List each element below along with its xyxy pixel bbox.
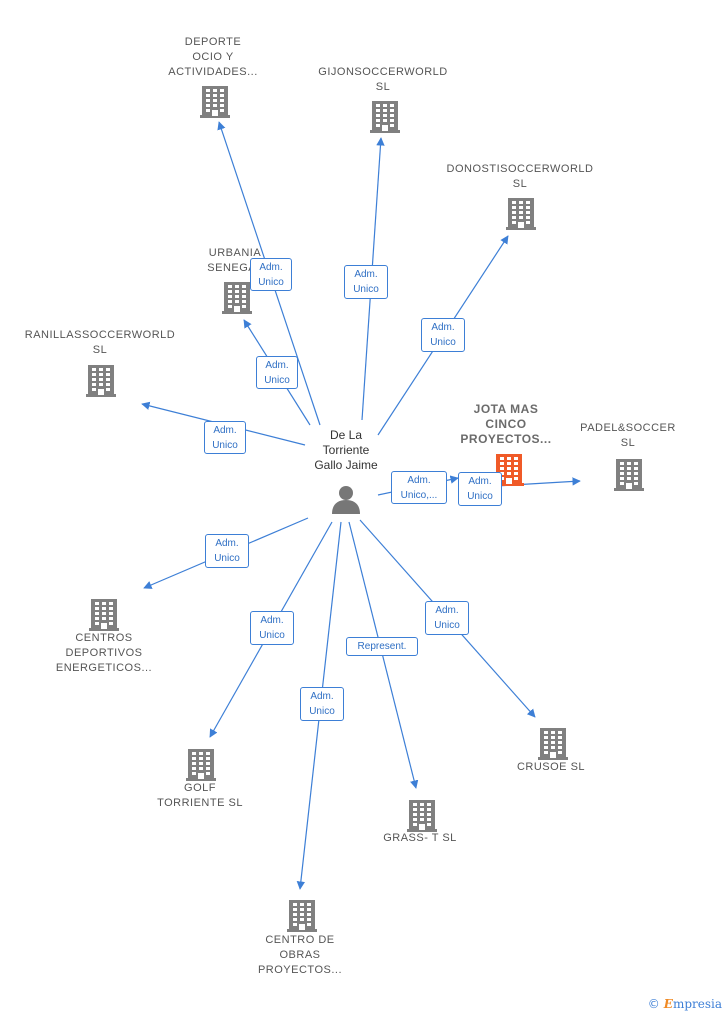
person-node[interactable]: De La Torriente Gallo Jaime (296, 428, 396, 523)
building-icon[interactable] (86, 363, 116, 402)
company-label-gijon[interactable]: GIJONSOCCERWORLD SL (318, 66, 448, 93)
building-icon[interactable] (287, 898, 317, 937)
person-icon (332, 486, 360, 514)
company-label-golf[interactable]: GOLF TORRIENTE SL (157, 782, 243, 809)
company-label-donosti[interactable]: DONOSTISOCCERWORLD SL (446, 163, 594, 190)
company-label-urbania[interactable]: URBANIA SENEGAL (207, 247, 263, 274)
edge-label-crusoe[interactable]: Adm. Unico (425, 601, 469, 635)
building-icon[interactable] (89, 597, 119, 636)
brand-initial: E (663, 997, 673, 1011)
company-label-obras[interactable]: CENTRO DE OBRAS PROYECTOS... (257, 934, 343, 976)
brand-name: mpresia (672, 997, 722, 1011)
building-icon[interactable] (538, 726, 568, 765)
company-label-jota[interactable]: JOTA MAS CINCO PROYECTOS... (460, 402, 552, 446)
edge-label-urbania[interactable]: Adm. Unico (256, 356, 298, 389)
edge-label-gijon[interactable]: Adm. Unico (344, 265, 388, 299)
company-label-ranillas[interactable]: RANILLASSOCCERWORLD SL (24, 329, 176, 356)
company-label-centros[interactable]: CENTROS DEPORTIVOS ENERGETICOS... (55, 632, 153, 674)
edge-label-jota[interactable]: Adm. Unico,... (391, 471, 447, 504)
edge-label-padel[interactable]: Adm. Unico (458, 472, 502, 506)
edge-label-grass[interactable]: Represent. (346, 637, 418, 656)
edge-label-obras[interactable]: Adm. Unico (300, 687, 344, 721)
person-name: De La Torriente Gallo Jaime (314, 428, 378, 472)
edge-label-deporte[interactable]: Adm. Unico (250, 258, 292, 291)
edge-label-donosti[interactable]: Adm. Unico (421, 318, 465, 352)
company-label-crusoe[interactable]: CRUSOE SL (516, 761, 586, 773)
building-icon[interactable] (222, 280, 252, 319)
copyright-symbol: © (647, 997, 660, 1011)
building-icon[interactable] (370, 99, 400, 138)
building-icon[interactable] (506, 196, 536, 235)
edge-label-centros[interactable]: Adm. Unico (205, 534, 249, 568)
building-icon[interactable] (200, 84, 230, 123)
edge-label-golf[interactable]: Adm. Unico (250, 611, 294, 645)
company-label-grass[interactable]: GRASS- T SL (383, 832, 457, 844)
company-label-padel[interactable]: PADEL&SOCCER SL (580, 422, 676, 449)
watermark: ©Empresia (648, 997, 722, 1011)
building-icon[interactable] (186, 747, 216, 786)
edge-label-ranillas[interactable]: Adm. Unico (204, 421, 246, 454)
building-icon[interactable] (407, 798, 437, 837)
building-icon[interactable] (614, 457, 644, 496)
company-label-deporte[interactable]: DEPORTE OCIO Y ACTIVIDADES... (168, 36, 258, 78)
